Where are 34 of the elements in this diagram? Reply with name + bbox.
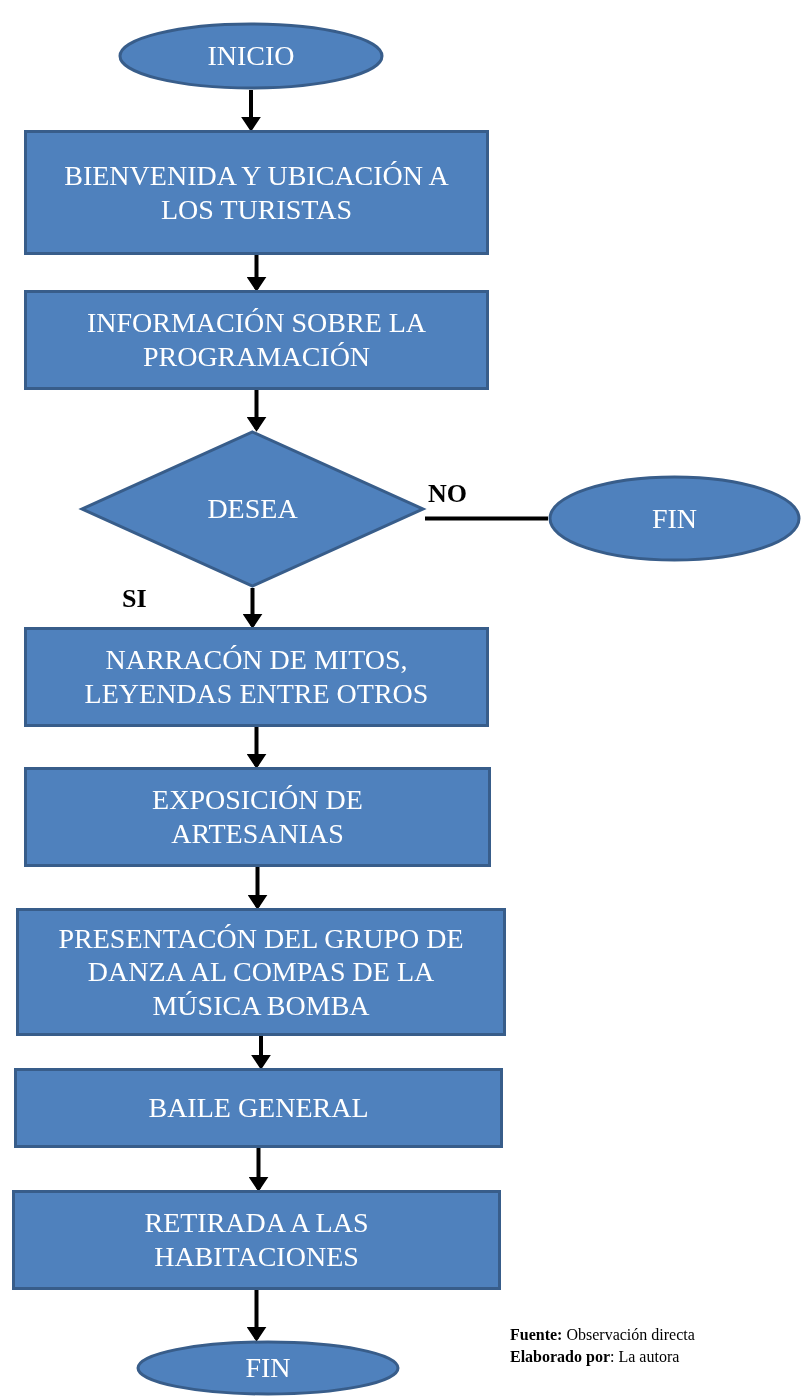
arrow [247,390,266,431]
arrow [252,1036,270,1069]
node-text: NARRACÓN DE MITOS, LEYENDAS ENTRE OTROS [83,643,430,711]
node-text: BAILE GENERAL [148,1091,369,1125]
arrow [247,255,266,291]
arrow [243,588,262,628]
terminal-ellipse [136,1340,400,1396]
node-text: RETIRADA A LAS HABITACIONES [143,1206,370,1274]
source-note: Fuente: Observación directa [510,1326,695,1344]
process-box [24,290,489,390]
process-box [12,1190,501,1290]
arrow [242,90,260,131]
process-box [24,627,489,727]
terminal-ellipse [548,475,801,562]
process-box [24,130,489,255]
source-note: Elaborado por: La autora [510,1348,680,1366]
arrow [247,727,266,768]
arrow [247,1290,266,1341]
node-text: EXPOSICIÓN DE ARTESANIAS [151,783,364,851]
node-text: FIN [245,1351,291,1385]
connector-line [425,516,548,521]
node-text: FIN [651,501,698,536]
process-box [24,767,491,867]
decision-diamond [80,430,425,588]
node-text: DESEA [207,492,298,526]
node-text: PRESENTACÓN DEL GRUPO DE DANZA AL COMPAS DE LA MÚSICA BOMBA [57,921,465,1023]
process-box [14,1068,503,1148]
arrow [248,867,267,909]
process-box [16,908,506,1036]
arrow [249,1148,268,1191]
node-text: INFORMACIÓN SOBRE LA PROGRAMACIÓN [85,306,428,374]
node-text: BIENVENIDA Y UBICACIÓN A LOS TURISTAS [63,158,450,227]
terminal-ellipse [118,22,384,90]
node-text: INICIO [207,39,295,73]
